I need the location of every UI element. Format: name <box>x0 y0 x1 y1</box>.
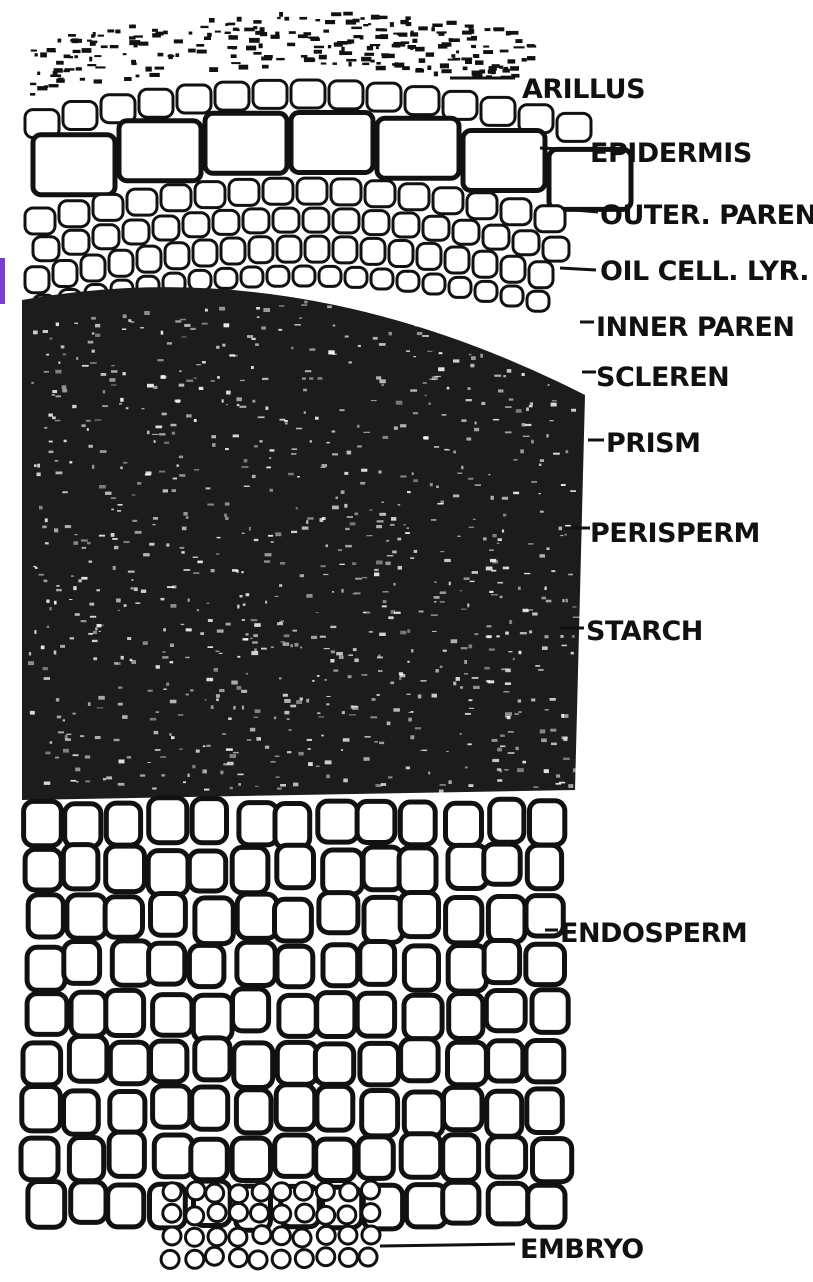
label-endosperm: ENDOSPERM <box>560 918 747 949</box>
outer-cell-layers <box>25 80 631 315</box>
perisperm-layer <box>22 287 585 800</box>
leader-outer-paren <box>575 210 598 212</box>
edge-accent-bar <box>0 258 5 304</box>
label-oil-cell-lyr: OIL CELL. LYR. <box>600 256 809 287</box>
leader-embryo <box>380 1244 515 1246</box>
label-arillus: ARILLUS <box>522 74 645 105</box>
label-starch: STARCH <box>586 616 703 647</box>
label-epidermis: EPIDERMIS <box>590 138 752 169</box>
label-scleren: SCLEREN <box>596 362 729 393</box>
label-embryo: EMBRYO <box>520 1234 644 1265</box>
leader-epidermis <box>540 148 588 150</box>
label-inner-paren: INNER PAREN <box>596 312 794 343</box>
label-outer-paren: OUTER. PAREN <box>600 200 813 231</box>
label-prism: PRISM <box>606 428 700 459</box>
label-perisperm: PERISPERM <box>590 518 760 549</box>
leader-oil-cell <box>560 268 596 270</box>
endosperm-layer <box>21 798 572 1231</box>
